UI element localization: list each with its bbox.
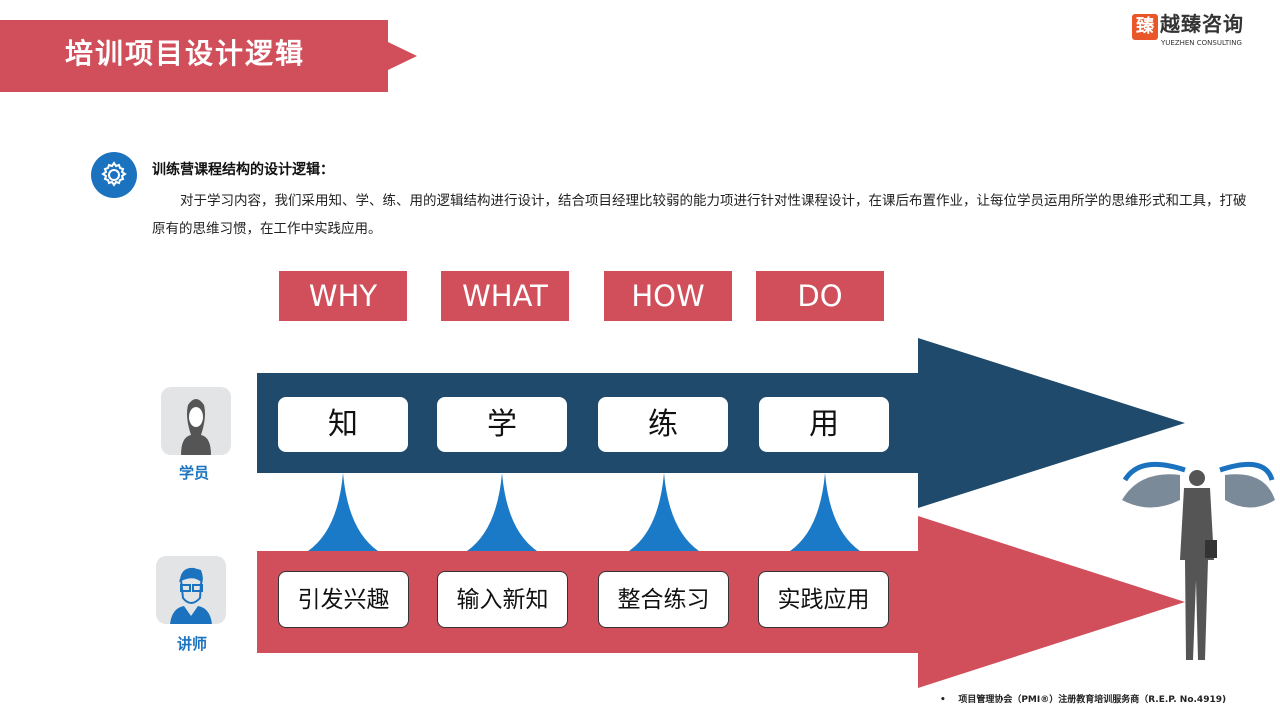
intro-body: 对于学习内容，我们采用知、学、练、用的逻辑结构进行设计，结合项目经理比较弱的能力… — [152, 193, 1247, 237]
stage-what: WHAT — [441, 271, 569, 321]
student-step-practice: 练 — [598, 397, 728, 452]
student-label: 学员 — [178, 464, 209, 482]
logo-mark: 臻 — [1132, 14, 1158, 40]
stage-how: HOW — [604, 271, 732, 321]
student-step-know: 知 — [278, 397, 408, 452]
logo-name-cn: 越臻咨询 — [1160, 12, 1244, 36]
student-step-apply: 用 — [759, 397, 889, 452]
teacher-avatar — [156, 556, 226, 624]
teacher-step-interest: 引发兴趣 — [278, 571, 409, 628]
winged-businessman-icon — [1122, 461, 1275, 660]
page-title: 培训项目设计逻辑 — [65, 37, 306, 70]
stage-do: DO — [756, 271, 884, 321]
footer-text: 项目管理协会（PMI®）注册教育培训服务商（R.E.P. No.4919) — [958, 695, 1227, 705]
connector-spike — [467, 473, 537, 551]
logo-name-en: YUEZHEN CONSULTING — [1161, 39, 1242, 47]
connector-spike — [790, 473, 860, 551]
connector-spike — [308, 473, 378, 551]
title-banner — [0, 20, 417, 92]
footer-bullet: • — [940, 695, 946, 705]
intro-heading: 训练营课程结构的设计逻辑： — [152, 162, 334, 178]
company-logo: 臻 越臻咨询 YUEZHEN CONSULTING — [1132, 12, 1272, 50]
student-avatar — [161, 387, 231, 455]
teacher-step-integrate: 整合练习 — [598, 571, 729, 628]
student-step-learn: 学 — [437, 397, 567, 452]
teacher-label: 讲师 — [176, 635, 207, 653]
connector-spike — [629, 473, 699, 551]
gear-icon — [91, 152, 137, 198]
teacher-step-input: 输入新知 — [437, 571, 568, 628]
teacher-step-practice: 实践应用 — [758, 571, 889, 628]
footer-note: • 项目管理协会（PMI®）注册教育培训服务商（R.E.P. No.4919) — [940, 694, 1226, 706]
stage-why: WHY — [279, 271, 407, 321]
